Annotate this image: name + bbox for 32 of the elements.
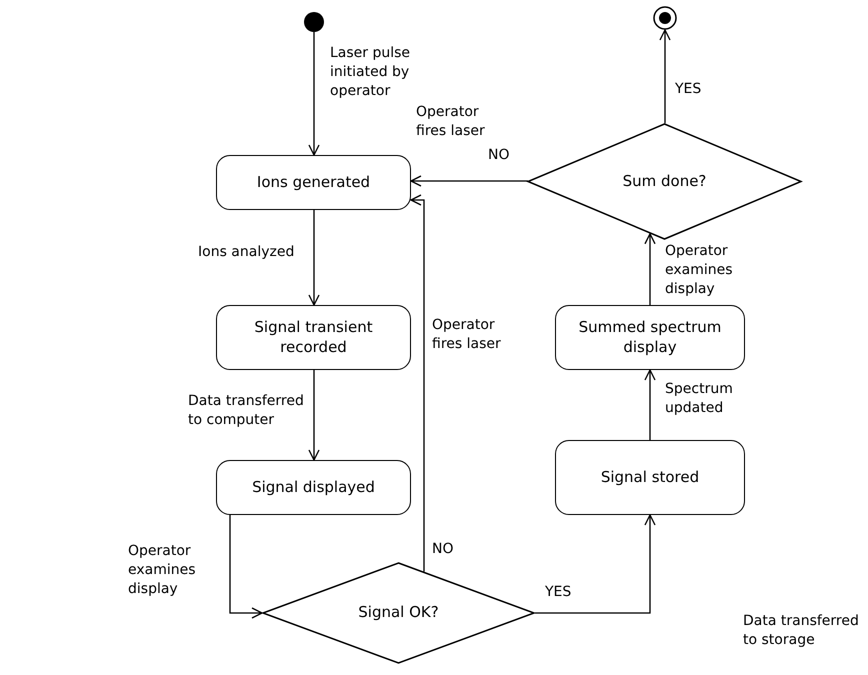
action-note: Operator fires laser [432, 316, 502, 354]
state-box: Signal transient recorded [216, 305, 411, 370]
arrow [659, 29, 671, 124]
arrow [410, 175, 528, 187]
decision-label: Sum done? [622, 172, 708, 192]
action-note: Operator fires laser [416, 103, 486, 141]
end-node [653, 6, 677, 30]
edge-label: Operator examines display [665, 242, 734, 299]
action-note: Data transferred to storage [743, 612, 860, 650]
state-box: Summed spectrum display [555, 305, 745, 370]
start-node [304, 12, 324, 32]
arrow [229, 515, 263, 619]
arrow [535, 514, 656, 614]
edge-label: NO [432, 540, 454, 559]
edge-label: Operator examines display [128, 542, 197, 599]
edge-label: Laser pulse initiated by operator [330, 44, 412, 101]
arrow [644, 369, 656, 440]
arrow [308, 210, 320, 306]
edge-label: Data transferred to computer [188, 392, 305, 430]
arrow [308, 370, 320, 461]
state-box: Ions generated [216, 155, 411, 210]
edge-label: YES [675, 80, 702, 99]
state-box: Signal displayed [216, 460, 411, 515]
arrow [308, 32, 320, 156]
state-box: Signal stored [555, 440, 745, 515]
decision-label: Signal OK? [357, 603, 440, 623]
arrow [644, 233, 656, 305]
edge-label: Ions analyzed [198, 243, 296, 262]
edge-label: Spectrum updated [665, 380, 734, 418]
edge-label: YES [545, 583, 572, 602]
edge-label: NO [488, 146, 510, 165]
arrow [410, 194, 425, 572]
